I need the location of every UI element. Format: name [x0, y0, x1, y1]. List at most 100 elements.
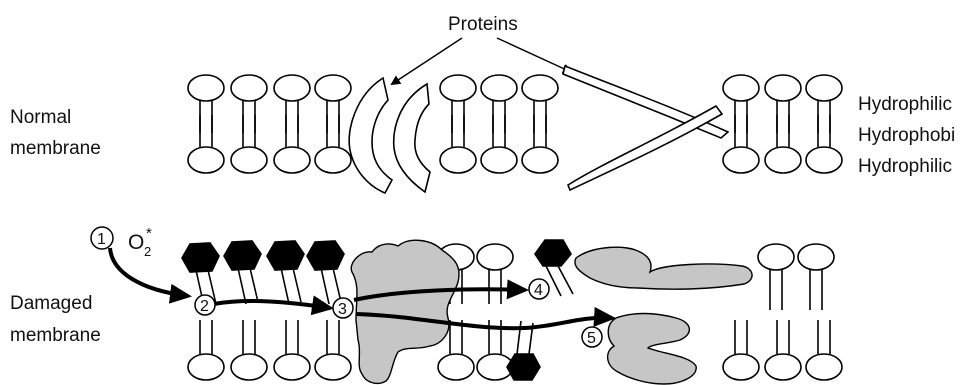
step-marker-1: 1 — [91, 227, 113, 249]
damaged-membrane-label-line2: membrane — [10, 325, 101, 346]
hydrophilic-top-label: Hydrophilic — [858, 94, 952, 115]
lipid-lower — [274, 320, 310, 380]
lipid-head — [723, 147, 759, 173]
lipid-lower — [274, 115, 310, 173]
oxidized-lipid-head — [535, 240, 571, 266]
elongated-protein-descending — [563, 66, 728, 138]
lipid-upper — [481, 75, 517, 133]
lipid-lower — [231, 320, 267, 380]
lipid-head — [231, 354, 267, 380]
lipid-lower — [806, 115, 842, 173]
lipid-upper — [723, 75, 759, 133]
lipid-head — [723, 75, 759, 101]
lipid-lower — [723, 115, 759, 173]
normal-membrane-label-line2: membrane — [10, 138, 101, 159]
oxygen-radical-label: O 2 * — [128, 225, 152, 259]
lipid-lower — [522, 115, 558, 173]
lipid-tail — [333, 268, 341, 302]
lipid-head — [231, 147, 267, 173]
hydrophobic-label: Hydrophobi — [858, 125, 955, 146]
lipid-head — [765, 75, 801, 101]
lipid-head — [315, 147, 351, 173]
lipid-lower — [806, 320, 842, 380]
lipid-upper — [806, 75, 842, 133]
lipid-tail — [250, 268, 258, 302]
lipid-upper — [765, 75, 801, 133]
lipid-head — [315, 354, 351, 380]
lipid-upper — [522, 75, 558, 133]
oxidized-lipid-head — [224, 241, 261, 270]
damaged-membrane — [182, 240, 842, 380]
lipid-tail — [321, 268, 329, 304]
lipid-head — [440, 147, 476, 173]
step-marker-3: 3 — [333, 298, 353, 318]
lipid-upper — [188, 75, 224, 133]
lipid-head — [481, 147, 517, 173]
oxygen-subscript: 2 — [144, 244, 151, 259]
step-number: 2 — [200, 298, 209, 315]
lipid-head — [440, 75, 476, 101]
lipid-head — [806, 354, 842, 380]
lipid-lower — [440, 115, 476, 173]
lipid-head — [765, 147, 801, 173]
lipid-head — [723, 354, 759, 380]
oxidized-lipid-head — [182, 243, 219, 272]
lipid-lower — [315, 115, 351, 173]
bracket-protein-right — [394, 84, 430, 192]
lipid-head — [806, 75, 842, 101]
oxidized-lipid-head — [267, 241, 304, 270]
protein-pointer-arrow-right — [497, 38, 571, 72]
lipid-upper — [758, 244, 794, 310]
lipid-head — [481, 75, 517, 101]
oxidized-lipid-upper — [224, 241, 261, 304]
oxidized-lipid-head — [307, 241, 344, 270]
lipid-head — [522, 75, 558, 101]
lipid-upper — [798, 244, 834, 310]
lipid-head — [798, 244, 834, 270]
bracket-protein-left — [349, 78, 392, 193]
elongated-protein-ascending — [568, 106, 722, 190]
lipid-head — [438, 354, 474, 380]
lipid-head — [231, 75, 267, 101]
lipid-head — [477, 244, 513, 270]
lipid-lower — [765, 320, 801, 380]
oxidized-lipid-upper — [307, 241, 344, 304]
oxygen-superscript: * — [146, 225, 152, 242]
lipid-head — [274, 354, 310, 380]
normal-membrane — [188, 75, 842, 173]
lipid-lower — [188, 320, 224, 380]
lipid-head — [765, 354, 801, 380]
lipid-upper — [477, 244, 513, 304]
oxidized-lipid-head — [507, 354, 540, 380]
oxidized-lipid-upper — [267, 241, 304, 304]
lipid-lower — [481, 115, 517, 173]
step-number: 1 — [97, 231, 106, 248]
damaged-membrane-label-line1: Damaged — [10, 293, 92, 314]
pathway-arrow-2-to-3 — [214, 301, 330, 308]
step-marker-5: 5 — [582, 327, 602, 347]
lipid-tail — [557, 264, 573, 294]
step-number: 5 — [587, 330, 596, 347]
step-number: 4 — [534, 282, 543, 299]
lipid-head — [758, 244, 794, 270]
lipid-lower — [723, 320, 759, 380]
normal-membrane-label-line1: Normal — [10, 107, 71, 128]
lipid-head — [315, 75, 351, 101]
step-marker-4: 4 — [529, 279, 549, 299]
step-marker-2: 2 — [195, 295, 215, 315]
lipid-tail — [517, 321, 521, 354]
lipid-head — [806, 147, 842, 173]
lipid-upper — [274, 75, 310, 133]
lipid-upper — [231, 75, 267, 133]
lipid-lower — [188, 115, 224, 173]
lipid-head — [188, 147, 224, 173]
bracket-protein — [349, 78, 430, 193]
oxygen-symbol: O — [128, 231, 144, 254]
hydrophilic-bottom-label: Hydrophilic — [858, 156, 952, 177]
lipid-lower — [231, 115, 267, 173]
lipid-lower — [315, 320, 351, 380]
transmembrane-proteins — [563, 66, 728, 190]
lipid-upper — [315, 75, 351, 133]
lipid-tail — [293, 268, 301, 302]
